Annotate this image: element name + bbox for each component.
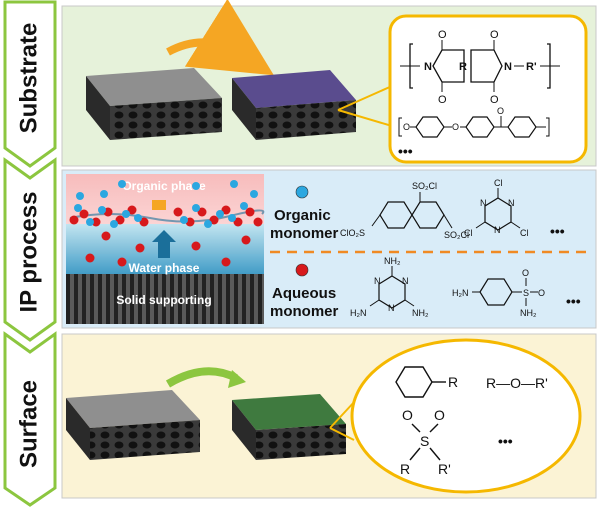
svg-text:H₂N: H₂N [452, 288, 469, 298]
svg-text:O: O [452, 122, 459, 132]
svg-text:R: R [459, 61, 467, 73]
monomer-dots [69, 180, 263, 267]
solid-supporting-label: Solid supporting [116, 293, 211, 307]
modified-membrane [232, 70, 356, 140]
surface-modified-membrane [232, 394, 346, 460]
svg-text:S: S [523, 288, 529, 298]
aqueous-monomer-label-1: Aqueous [272, 285, 336, 302]
svg-text:N: N [480, 198, 487, 208]
svg-text:Cl: Cl [520, 228, 529, 238]
svg-text:R': R' [438, 461, 451, 477]
sulfone-group: O O S R R' [400, 407, 451, 477]
svg-text:H₂N: H₂N [350, 308, 367, 318]
naphthalene-sulfonyl-chloride: SO₂Cl SO₂Cl ClO₂S [340, 181, 469, 240]
section-label-substrate: Substrate [15, 23, 42, 134]
chevron-bar: Substrate IP process Surface [3, 0, 57, 507]
callout-box [388, 14, 588, 164]
section-label-surface: Surface [15, 380, 42, 468]
melamine: N N N NH₂ NH₂ H₂N [350, 256, 429, 318]
svg-text:O: O [490, 29, 499, 41]
svg-text:NH₂: NH₂ [412, 308, 429, 318]
svg-text:O: O [434, 407, 445, 423]
surface-ellipsis: ••• [498, 433, 513, 449]
svg-text:ClO₂S: ClO₂S [340, 228, 365, 238]
svg-text:O: O [490, 94, 499, 106]
substrate-ellipsis: ••• [398, 143, 413, 159]
surface-panel: R R—O—R' O O S R R' ••• [61, 333, 597, 499]
diffusion-arrow [152, 230, 176, 258]
ether-group: R—O—R' [486, 375, 548, 391]
surface-process-arrow [165, 367, 238, 388]
svg-text:N: N [494, 225, 501, 235]
svg-text:N: N [508, 198, 515, 208]
svg-text:O: O [402, 407, 413, 423]
organic-ellipsis: ••• [550, 223, 565, 239]
svg-text:R: R [448, 374, 458, 390]
organic-monomer-label-2: monomer [270, 225, 339, 242]
svg-text:R: R [400, 461, 410, 477]
chevron-ip-process [3, 157, 57, 342]
svg-text:N: N [424, 61, 432, 73]
svg-text:N: N [402, 276, 409, 286]
substrate-panel: N O O R O O N R' O [61, 0, 597, 167]
organic-monomer-label-1: Organic [274, 207, 331, 224]
chevron-surface [3, 331, 57, 507]
svg-text:O: O [438, 94, 447, 106]
sulfanilamide: H₂N S O NH₂ O [452, 268, 545, 318]
svg-text:O: O [538, 288, 545, 298]
svg-text:O: O [438, 29, 447, 41]
process-arrow [166, 0, 274, 76]
svg-text:N: N [374, 276, 381, 286]
svg-text:Cl: Cl [464, 228, 473, 238]
chevron-substrate [3, 0, 57, 168]
phenyl-r-group: R [395, 366, 458, 398]
aqueous-monomer-dot [295, 263, 309, 277]
svg-text:N: N [388, 303, 395, 313]
svg-text:NH₂: NH₂ [384, 256, 401, 266]
section-label-ip-process: IP process [15, 192, 42, 313]
svg-text:S: S [420, 433, 429, 449]
organic-phase-label: Organic phase [122, 179, 206, 193]
aqueous-ellipsis: ••• [566, 293, 581, 309]
svg-text:NH₂: NH₂ [520, 308, 537, 318]
svg-text:N: N [504, 61, 512, 73]
water-phase-label: Water phase [129, 261, 200, 275]
cyanuric-chloride: N N N Cl Cl Cl [464, 178, 529, 238]
interface-cell: Organic phase Water phase Solid supporti… [66, 174, 265, 324]
organic-monomer-dot [295, 185, 309, 199]
surface-grey-membrane [66, 390, 200, 460]
svg-text:SO₂Cl: SO₂Cl [412, 181, 437, 191]
svg-text:O: O [522, 268, 529, 278]
surface-callout-ellipse [350, 338, 582, 494]
svg-text:SO₂Cl: SO₂Cl [444, 230, 469, 240]
ip-process-panel: Organic phase Water phase Solid supporti… [61, 169, 597, 329]
callout-line [337, 85, 393, 111]
polyimide-structure: N O O R O O N R' [400, 29, 560, 106]
svg-text:O: O [403, 122, 410, 132]
svg-text:Cl: Cl [494, 178, 503, 188]
aqueous-monomer-label-2: monomer [270, 303, 339, 320]
svg-text:O: O [497, 106, 504, 116]
peek-structure: O O O [398, 106, 550, 138]
grey-membrane [86, 68, 222, 140]
svg-text:R': R' [526, 61, 537, 73]
